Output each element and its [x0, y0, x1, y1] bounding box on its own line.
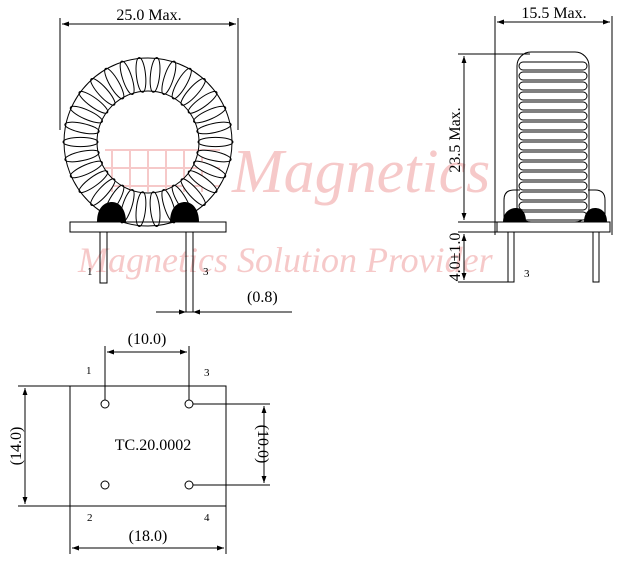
pin-length-dimension: 4.0±1.0	[447, 231, 508, 283]
toroid-winding	[187, 90, 218, 114]
side-winding-turn	[518, 71, 588, 81]
toroid-winding	[197, 136, 234, 148]
toroid-winding	[69, 105, 103, 124]
toroid-winding	[180, 77, 206, 106]
part-number: TC.20.0002	[115, 437, 191, 454]
toroid-winding	[196, 121, 232, 135]
side-height-label: 23.5 Max.	[447, 107, 464, 172]
side-base-plate	[496, 221, 611, 233]
front-width-label: 25.0 Max.	[116, 7, 181, 24]
front-width-dimension: 25.0 Max.	[59, 7, 239, 130]
pin-pitch-y-dimension: (10.0)	[193, 403, 271, 486]
side-winding-turn	[518, 141, 588, 151]
watermark: Magnetics Magnetics Solution Provider	[77, 138, 494, 280]
side-winding-turn	[518, 81, 588, 91]
pad-2	[100, 480, 110, 490]
toroid-winding	[193, 105, 227, 124]
bottom-view: 1 3 2 4 TC.20.0002 (10.0) (10.0) (18.0)	[8, 331, 271, 554]
toroid-winding	[104, 67, 125, 100]
toroid-winding	[187, 170, 218, 194]
watermark-brand: Magnetics	[231, 138, 490, 206]
pin-pitch-x-dimension: (10.0)	[104, 331, 190, 400]
pin-diameter-label: (0.8)	[247, 289, 278, 306]
base-width-label: (18.0)	[129, 528, 168, 545]
toroid-winding	[64, 121, 100, 135]
base-height-dimension: (14.0)	[8, 385, 70, 507]
side-winding-turn	[518, 131, 588, 141]
front-pin-label-3: 3	[203, 266, 209, 278]
pin-length-label: 4.0±1.0	[447, 233, 464, 282]
bottom-pin-label-2: 2	[87, 512, 93, 524]
side-winding-turn	[518, 111, 588, 121]
side-winding-turn	[518, 91, 588, 101]
toroid-winding	[149, 191, 161, 228]
side-winding-turn	[518, 151, 588, 161]
toroid-winding	[69, 160, 103, 179]
base-width-dimension: (18.0)	[69, 506, 227, 554]
lead-clips	[97, 202, 199, 222]
side-coil	[503, 51, 607, 223]
toroid-winding	[180, 178, 206, 207]
toroid-winding	[135, 56, 147, 93]
bottom-pin-label-1: 1	[86, 365, 92, 377]
side-winding-turn	[518, 201, 588, 211]
toroid-winding	[62, 136, 99, 148]
base-plate	[69, 221, 227, 233]
footprint-outline	[69, 385, 227, 507]
pin-pitch-y-label: (10.0)	[254, 425, 271, 464]
side-pin-right	[592, 231, 600, 283]
front-pin-label-1: 1	[87, 266, 93, 278]
toroid-core	[62, 56, 234, 228]
toroid-winding	[78, 90, 109, 114]
side-winding-turn	[518, 101, 588, 111]
toroid-winding	[171, 67, 192, 100]
pad-4	[184, 480, 194, 490]
toroid-winding	[64, 149, 100, 163]
bottom-pin-label-3: 3	[204, 367, 210, 379]
toroid-winding	[119, 60, 135, 96]
side-view: 15.5 Max. 3 23.5 Max. 4.0±1.0	[447, 5, 613, 283]
toroid-winding	[90, 77, 116, 106]
side-winding-turn	[518, 161, 588, 171]
side-winding-turn	[518, 61, 588, 71]
toroid-winding	[90, 178, 116, 207]
toroid-winding	[135, 191, 147, 228]
pin-1-lead	[99, 231, 108, 284]
watermark-tagline: Magnetics Solution Provider	[77, 240, 494, 280]
pad-3	[184, 399, 194, 409]
side-width-dimension: 15.5 Max.	[494, 5, 613, 235]
side-winding-turn	[518, 171, 588, 181]
side-pin-label-3: 3	[524, 268, 530, 280]
pin-3-lead	[185, 231, 194, 313]
toroid-winding	[149, 56, 161, 93]
pin-pitch-x-label: (10.0)	[128, 331, 167, 348]
side-pin-left	[507, 231, 515, 283]
toroid-winding	[193, 160, 227, 179]
front-view: 1 3 25.0 Max. (0.8)	[59, 7, 292, 315]
toroid-winding	[196, 149, 232, 163]
side-winding-turn	[518, 191, 588, 201]
pin-diameter-dimension: (0.8)	[156, 289, 292, 315]
side-winding-turn	[518, 121, 588, 131]
side-width-label: 15.5 Max.	[521, 5, 586, 22]
side-height-dimension: 23.5 Max.	[447, 53, 530, 223]
pad-1	[100, 399, 110, 409]
toroid-winding	[78, 170, 109, 194]
side-winding-turn	[518, 181, 588, 191]
toroid-winding	[161, 60, 177, 96]
bottom-pin-label-4: 4	[204, 512, 210, 524]
base-height-label: (14.0)	[8, 427, 25, 466]
side-winding-turn	[518, 211, 588, 221]
